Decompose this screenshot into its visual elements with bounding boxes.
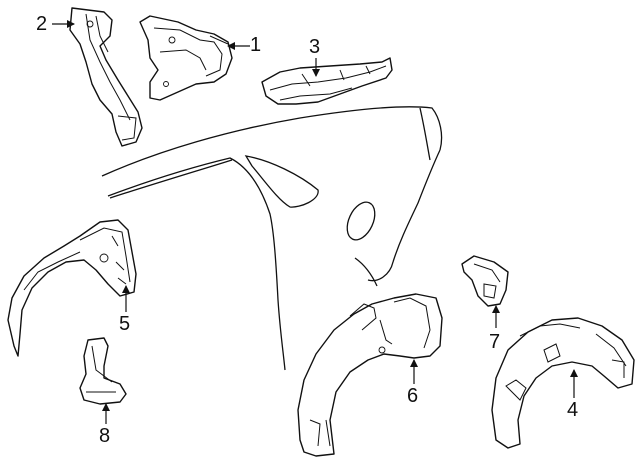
part-8-bracket: [79, 337, 127, 405]
leader-lines: [52, 20, 578, 424]
part-6-inner-wheelhouse: [297, 293, 443, 457]
callout-5: 5: [119, 313, 131, 335]
part-1-bracket: [139, 15, 233, 101]
callout-2: 2: [36, 13, 48, 35]
part-4-wheel-liner: [491, 317, 635, 449]
part-5-wheelhouse: [7, 219, 137, 357]
callout-1: 1: [250, 34, 262, 56]
callout-6: 6: [407, 385, 419, 407]
part-7-bracket: [461, 255, 509, 307]
part-2-pillar: [69, 7, 143, 147]
callout-4: 4: [567, 399, 579, 421]
callout-8: 8: [99, 425, 111, 447]
callout-7: 7: [489, 331, 501, 353]
callout-3: 3: [309, 36, 321, 58]
part-3-rail: [261, 57, 393, 105]
quarter-panel-outline: [101, 106, 443, 371]
